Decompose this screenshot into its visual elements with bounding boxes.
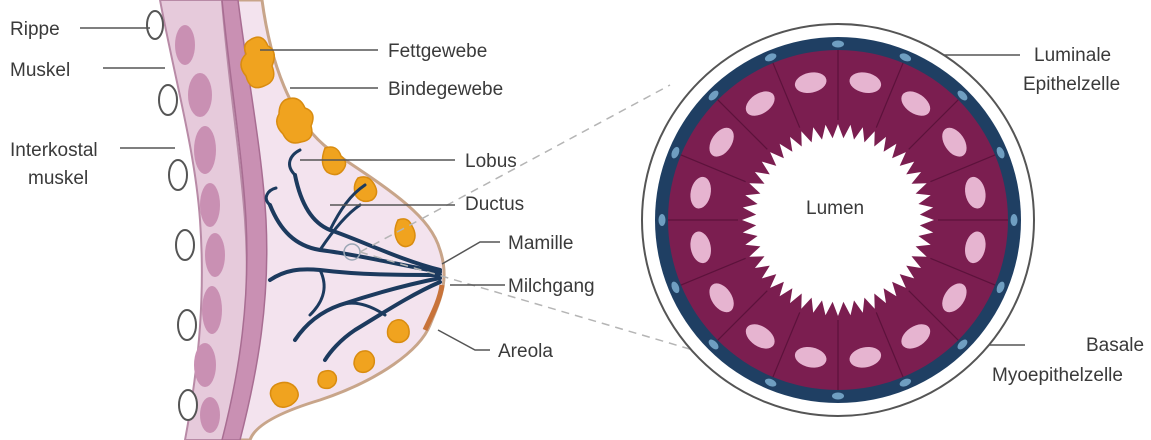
label-milchgang: Milchgang: [508, 276, 595, 297]
label-interkostal-2: muskel: [28, 168, 88, 189]
label-basale-1: Basale: [1086, 335, 1144, 356]
label-lumen: Lumen: [806, 198, 864, 219]
myoepithelial-nucleus: [832, 393, 844, 400]
label-fettgewebe: Fettgewebe: [388, 41, 487, 62]
label-mamille: Mamille: [508, 233, 573, 254]
label-luminale-1: Luminale: [1034, 45, 1111, 66]
myoepithelial-nucleus: [1011, 214, 1018, 226]
label-rippe: Rippe: [10, 19, 60, 40]
label-ductus: Ductus: [465, 194, 524, 215]
myoepithelial-nucleus: [832, 41, 844, 48]
label-areola: Areola: [498, 341, 553, 362]
acinus-cross-section: [642, 24, 1034, 416]
label-interkostal-1: Interkostal: [10, 140, 98, 161]
label-muskel: Muskel: [10, 60, 70, 81]
label-lobus: Lobus: [465, 151, 517, 172]
label-bindegewebe: Bindegewebe: [388, 79, 503, 100]
myoepithelial-nucleus: [659, 214, 666, 226]
label-luminale-2: Epithelzelle: [1023, 74, 1120, 95]
label-basale-2: Myoepithelzelle: [992, 365, 1123, 386]
breast-cross-section: [147, 0, 444, 440]
lumen: [742, 124, 934, 316]
